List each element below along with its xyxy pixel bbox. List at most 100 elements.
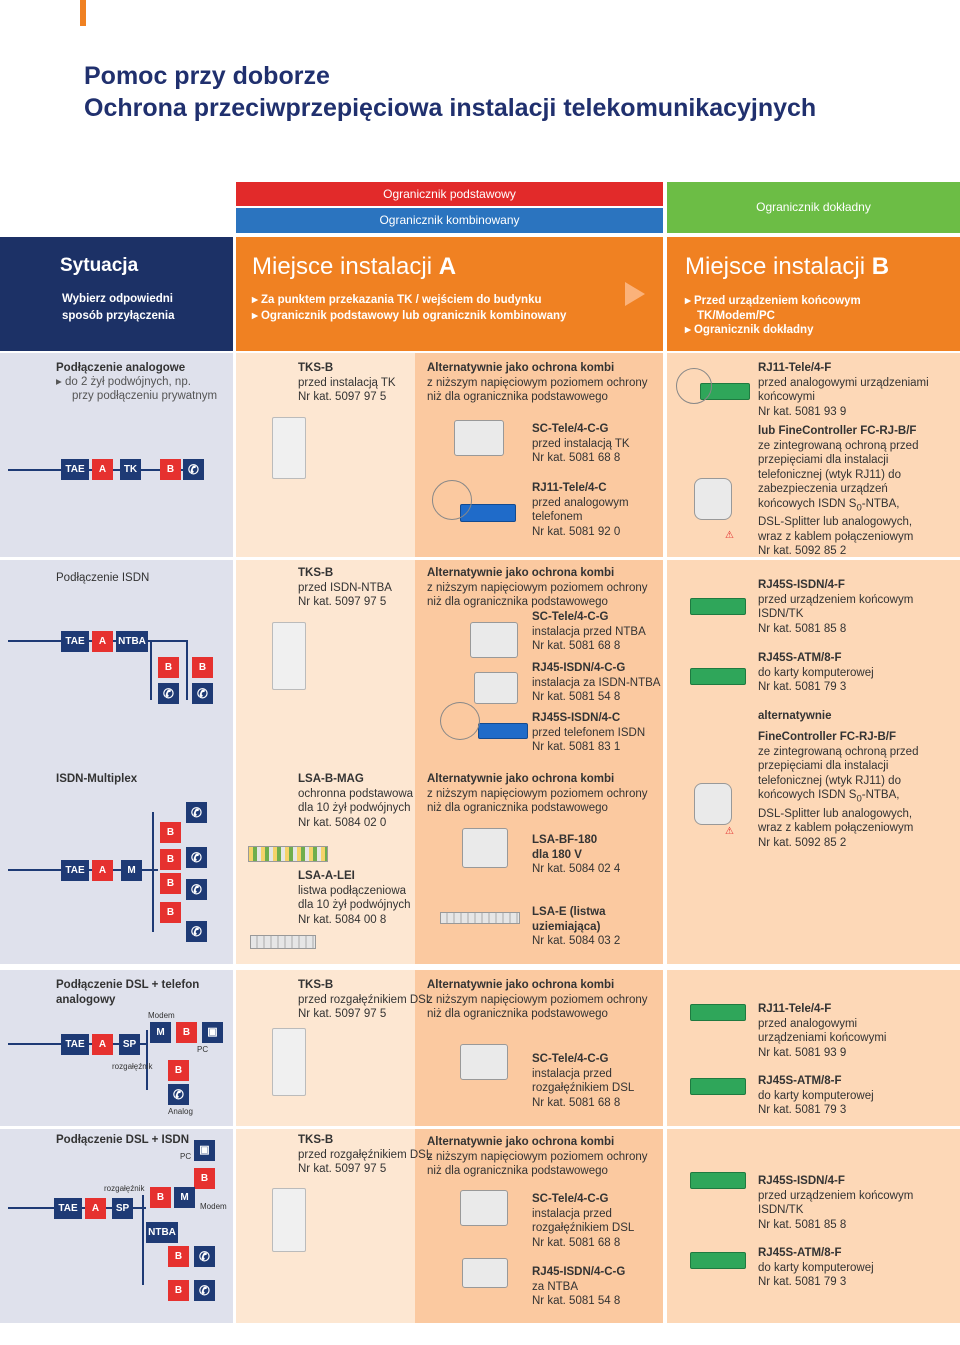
sc-tele-device-image xyxy=(454,420,504,456)
point-b-marker: B xyxy=(168,1060,189,1081)
place-b-header: Miejsce instalacji B ▸ Przed urządzeniem… xyxy=(667,237,960,351)
isdn-fine2-text: RJ45S-ATM/8-F do karty komputerowej Nr k… xyxy=(758,651,874,695)
point-b-marker: B xyxy=(160,902,181,923)
lsa-bf-180-image xyxy=(462,828,508,868)
point-b-marker: B xyxy=(160,822,181,843)
isdn-combo3-kat: Nr kat. 5081 83 1 xyxy=(532,741,621,753)
place-a-letter: A xyxy=(438,253,457,280)
analog-alt-sub1: z niższym napięciowym poziomem ochrony xyxy=(427,376,648,389)
tks-b-device-image xyxy=(272,1028,306,1096)
modem-box: M xyxy=(174,1187,195,1208)
tks-b-device-image xyxy=(272,622,306,690)
rj45s-atm-device-image xyxy=(690,1078,746,1095)
analog-basic-name: TKS-B xyxy=(298,362,334,374)
point-a-marker: A xyxy=(92,1034,113,1055)
dsl-isdn-combo1-d2: rozgałęźnikiem DSL xyxy=(532,1222,635,1234)
section-analog-basic xyxy=(236,353,415,557)
point-b-marker: B xyxy=(160,849,181,870)
tae-box: TAE xyxy=(61,1034,89,1055)
analog-alt-text: Alternatywnie jako ochrona kombi z niższ… xyxy=(427,361,648,405)
analog-fine2-l2: przepięciami dla instalacji xyxy=(758,454,889,466)
multiplex-basic2-text: LSA-A-LEI listwa podłączeniowa dla 10 ży… xyxy=(298,869,411,927)
analog-combo1-kat: Nr kat. 5081 68 8 xyxy=(532,452,621,464)
dsl-isdn-fine1-kat: Nr kat. 5081 85 8 xyxy=(758,1218,847,1231)
phone-icon: ✆ xyxy=(183,459,204,480)
place-b-bullet-2: ▸ Ogranicznik dokładny xyxy=(685,324,814,336)
section-dsl-isdn-basic xyxy=(236,1129,415,1323)
isdn-basic-text: TKS-B przed ISDN-NTBA Nr kat. 5097 97 5 xyxy=(298,566,392,610)
isdn-basic-desc: przed ISDN-NTBA xyxy=(298,581,392,594)
dsl-isdn-fine1-d2: ISDN/TK xyxy=(758,1204,804,1216)
title-line-1: Pomoc przy doborze xyxy=(84,62,330,90)
dsl-analog-combo1-text: SC-Tele/4-C-G instalacja przed rozgałęźn… xyxy=(532,1052,634,1110)
phone-icon: ✆ xyxy=(194,1246,215,1267)
place-a-prefix: Miejsce instalacji xyxy=(252,253,439,280)
dsl-isdn-combo1-d1: instalacja przed xyxy=(532,1207,612,1220)
dsl-isdn-alt-title: Alternatywnie jako ochrona kombi xyxy=(427,1136,615,1148)
point-b-marker: B xyxy=(158,657,179,678)
isdn-fine4-l1: ze zintegrowaną ochroną przed xyxy=(758,745,919,758)
place-a-header: Miejsce instalacji A ▸ Za punktem przeka… xyxy=(236,237,663,351)
multiplex-combo2-name2: uziemiająca) xyxy=(532,920,601,933)
point-b-marker: B xyxy=(160,873,181,894)
band-basic: Ogranicznik podstawowy xyxy=(236,182,663,206)
phone-icon: ✆ xyxy=(186,802,207,823)
dsl-isdn-alt-text: Alternatywnie jako ochrona kombi z niższ… xyxy=(427,1135,648,1179)
splitter-label: rozgałęźnik xyxy=(112,1062,153,1071)
rj45s-isdn-f-device-image xyxy=(690,1172,746,1189)
analog-label: Analog xyxy=(168,1107,193,1116)
dsl-analog-combo1-name: SC-Tele/4-C-G xyxy=(532,1053,609,1065)
isdn-basic-kat: Nr kat. 5097 97 5 xyxy=(298,596,387,608)
phone-icon: ✆ xyxy=(186,847,207,868)
analog-fine2-name: lub FineController FC-RJ-B/F xyxy=(758,425,917,437)
splitter-box: SP xyxy=(112,1198,133,1219)
rj45s-isdn-c-device-image xyxy=(478,723,528,739)
multiplex-alt-title: Alternatywnie jako ochrona kombi xyxy=(427,773,615,785)
point-b-marker: B xyxy=(160,459,181,480)
isdn-combo3-name: RJ45S-ISDN/4-C xyxy=(532,712,621,724)
pc-label: PC xyxy=(180,1152,192,1161)
dsl-analog-fine1-d1: przed analogowymi xyxy=(758,1017,858,1030)
multiplex-alt-text: Alternatywnie jako ochrona kombi z niższ… xyxy=(427,772,648,816)
multiplexer-box: M xyxy=(121,860,142,881)
isdn-alt-sub2: niż dla ogranicznika podstawowego xyxy=(427,596,608,608)
isdn-combo1-kat: Nr kat. 5081 68 8 xyxy=(532,640,621,652)
multiplex-basic1-d2: dla 10 żył podwójnych xyxy=(298,802,411,814)
multiplex-basic2-d2: dla 10 żył podwójnych xyxy=(298,899,411,911)
modem-label: Modem xyxy=(200,1202,227,1211)
isdn-fine1-desc1: przed urządzeniem końcowym xyxy=(758,593,914,606)
phone-icon: ✆ xyxy=(158,683,179,704)
analog-sub-1-text: do 2 żył podwójnych, np. xyxy=(64,376,191,388)
situation-header: Sytuacja Wybierz odpowiedni sposób przył… xyxy=(0,237,233,351)
situation-title: Sytuacja xyxy=(60,255,139,276)
analog-sub-2: przy podłączeniu prywatnym xyxy=(72,390,218,402)
tks-b-device-image xyxy=(272,417,306,479)
dsl-isdn-combo2-desc: za NTBA xyxy=(532,1280,579,1293)
isdn-combo2-name: RJ45-ISDN/4-C-G xyxy=(532,662,626,674)
dsl-analog-basic-name: TKS-B xyxy=(298,979,334,991)
analog-fine2-text: lub FineController FC-RJ-B/F ze zintegro… xyxy=(758,424,918,559)
dsl-isdn-title: Podłączenie DSL + ISDN xyxy=(56,1134,190,1146)
splitter-box: SP xyxy=(119,1034,140,1055)
point-a-marker: A xyxy=(92,459,113,480)
lsa-e-image xyxy=(440,912,520,924)
multiplex-combo1-text: LSA-BF-180 dla 180 V Nr kat. 5084 02 4 xyxy=(532,833,620,877)
isdn-alt-text: Alternatywnie jako ochrona kombi z niższ… xyxy=(427,566,648,610)
sc-tele-device-image xyxy=(470,622,518,658)
dsl-isdn-combo2-text: RJ45-ISDN/4-C-G za NTBA Nr kat. 5081 54 … xyxy=(532,1265,625,1309)
isdn-fine4-text: FineController FC-RJ-B/F ze zintegrowaną… xyxy=(758,730,918,850)
multiplex-combo2-name: LSA-E (listwa xyxy=(532,906,606,918)
phone-icon: ✆ xyxy=(186,921,207,942)
section-dsl-analog-basic xyxy=(236,970,415,1126)
isdn-fine4-l3: telefonicznej (wtyk RJ11) do xyxy=(758,774,901,787)
phone-icon: ✆ xyxy=(168,1084,189,1105)
point-a-marker: A xyxy=(85,1198,106,1219)
isdn-alt-title: Alternatywnie jako ochrona kombi xyxy=(427,567,615,579)
dsl-analog-title-1: Podłączenie DSL + telefon xyxy=(56,979,200,991)
multiplex-combo2-kat: Nr kat. 5084 03 2 xyxy=(532,935,621,947)
dsl-analog-basic-desc: przed rozgałęźnikiem DSL xyxy=(298,993,433,1006)
warning-triangle-icon: ⚠ xyxy=(725,530,734,541)
place-a-bullet-2: ▸ Ogranicznik podstawowy lub ogranicznik… xyxy=(252,310,567,322)
multiplex-basic1-name: LSA-B-MAG xyxy=(298,773,364,785)
rj45s-atm-device-image xyxy=(690,1252,746,1269)
